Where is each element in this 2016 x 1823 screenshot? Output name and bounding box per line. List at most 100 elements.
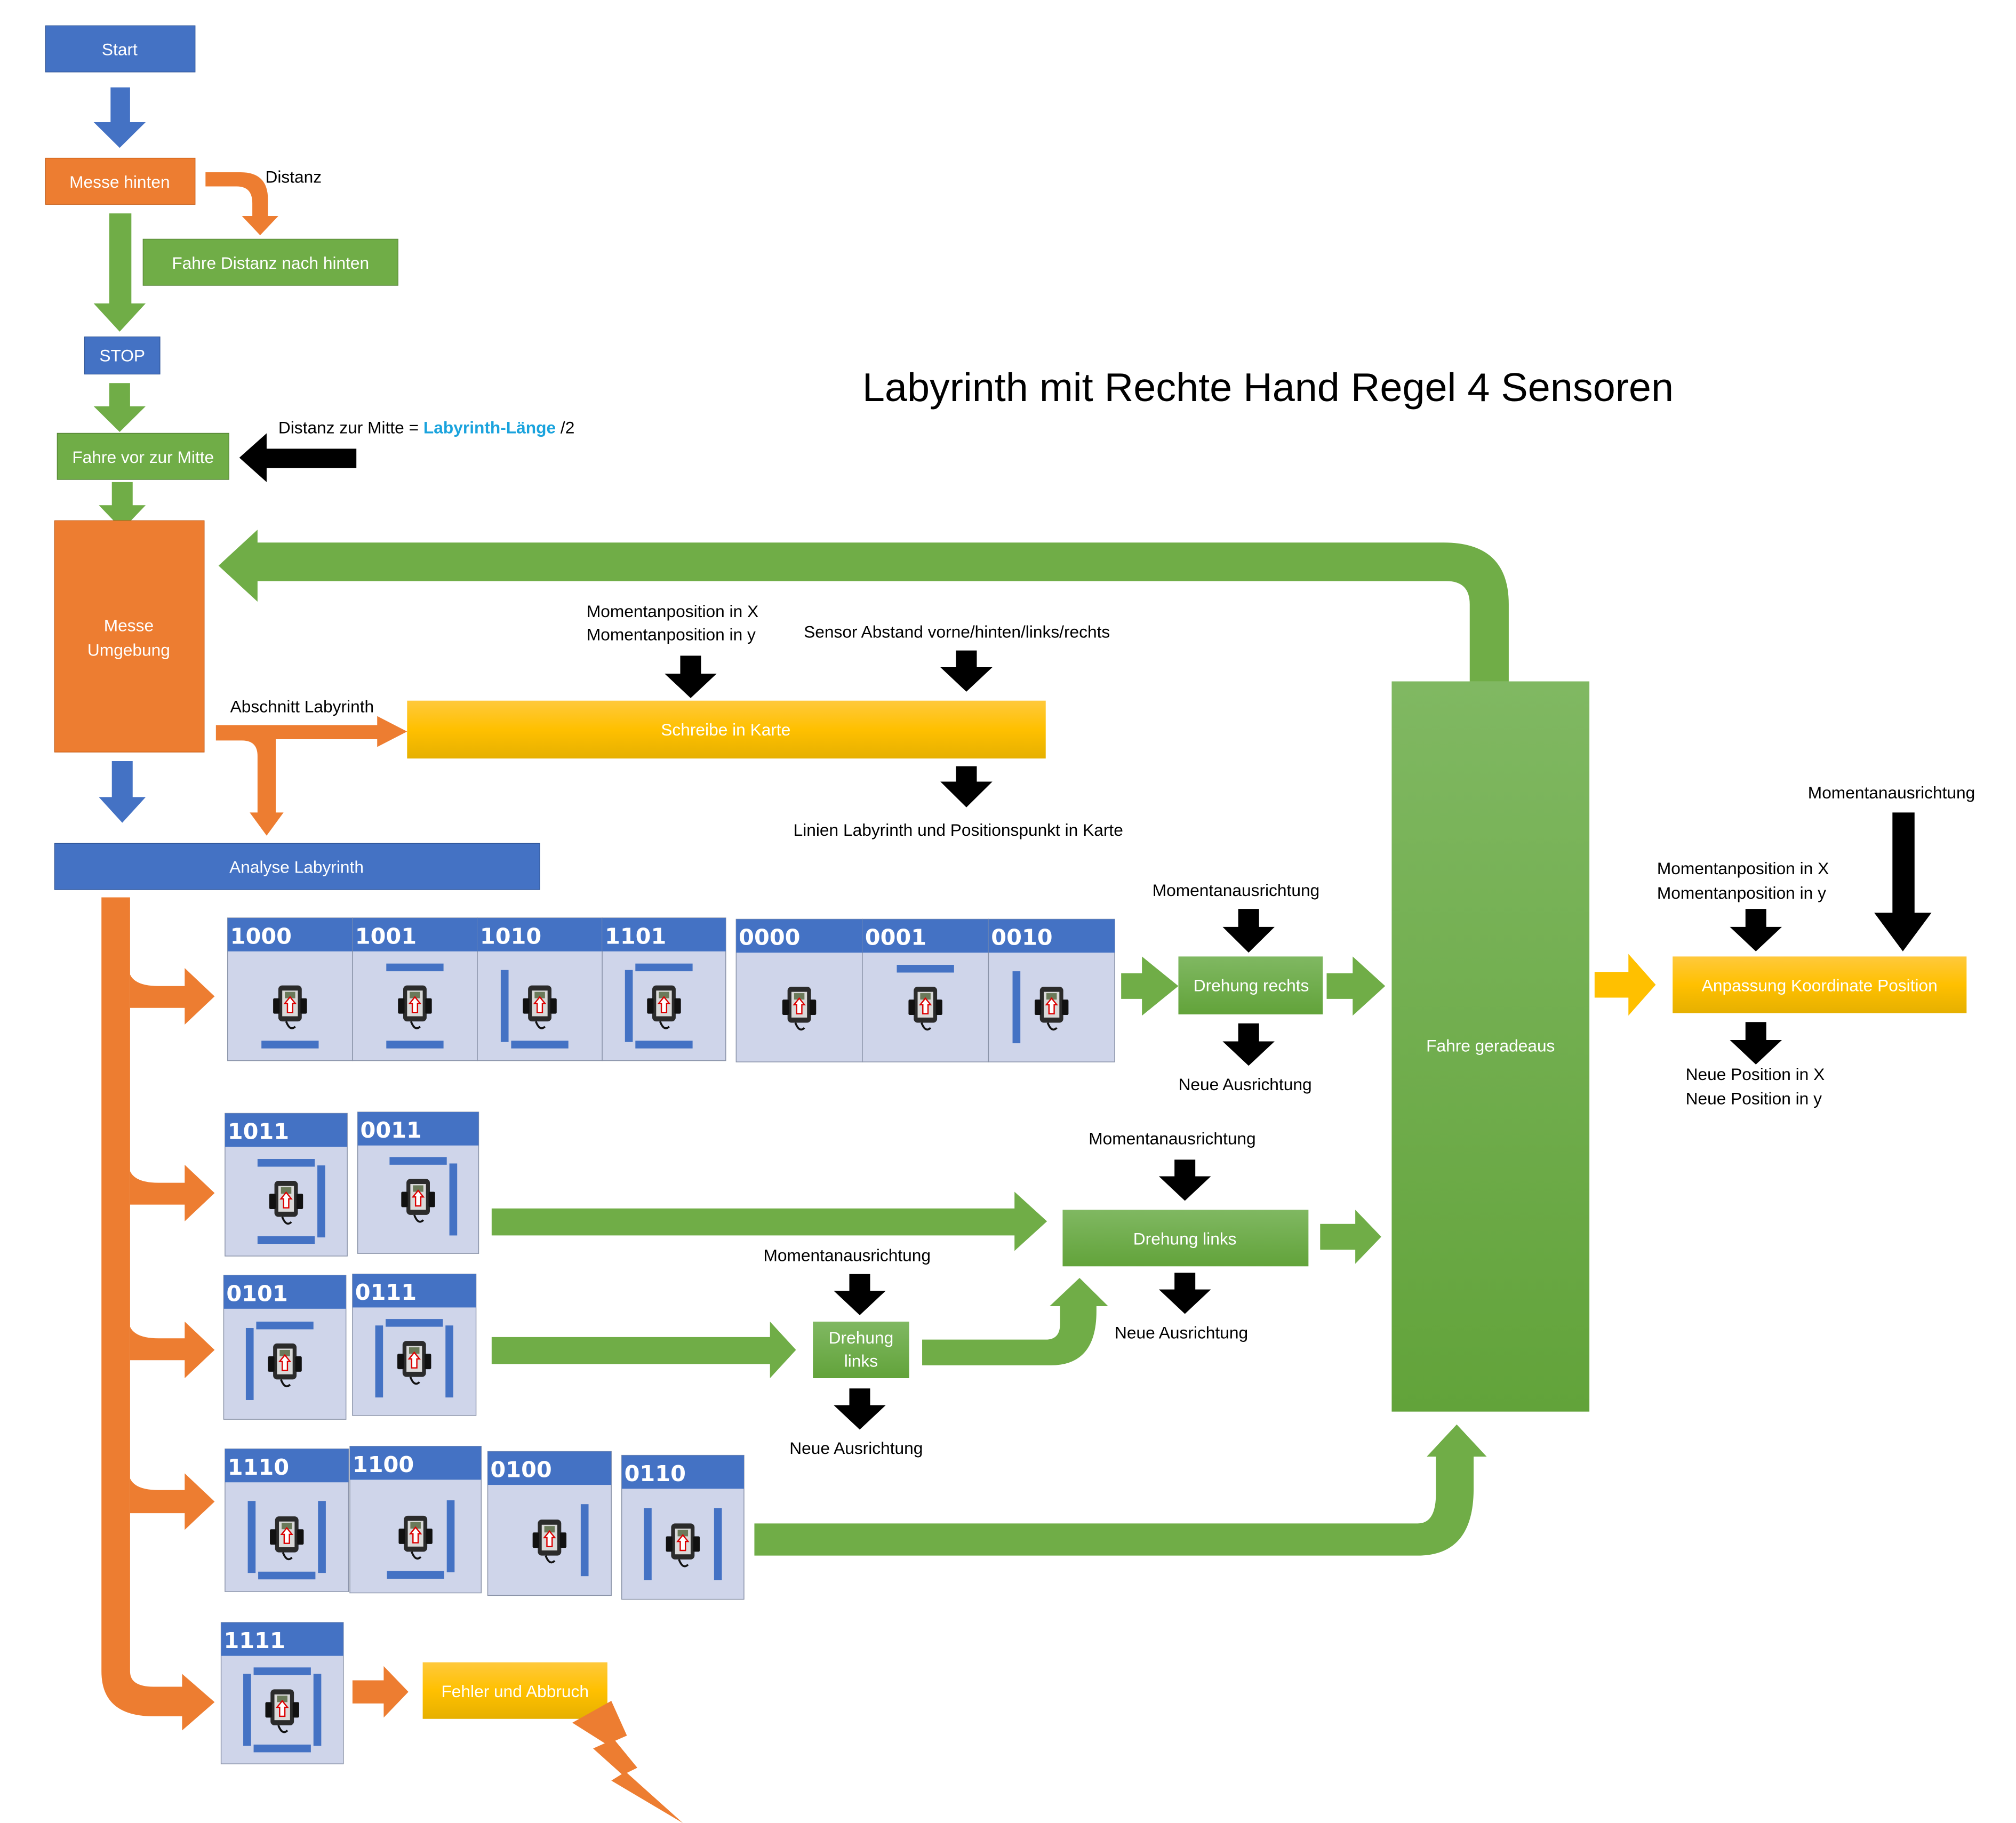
distanz-mitte-suffix: /2 bbox=[556, 418, 574, 437]
tile-code: 0101 bbox=[226, 1281, 287, 1307]
arrow-geradeaus-to-anpassung bbox=[1594, 954, 1656, 1016]
wall-left bbox=[644, 1508, 652, 1580]
wall-right bbox=[446, 1500, 455, 1572]
drehung-rechts-node[interactable]: Drehung rechts bbox=[1178, 956, 1323, 1014]
drehung-links-small-node[interactable]: Drehung links bbox=[813, 1321, 909, 1378]
arrow-start-to-messe bbox=[93, 87, 146, 148]
tile-code: 0010 bbox=[991, 925, 1052, 950]
wall-bottom bbox=[635, 1041, 693, 1049]
sensor-tile-1011: 1011 bbox=[225, 1113, 348, 1257]
arrow-anpassung-output bbox=[1730, 1022, 1782, 1065]
arrow-position-to-anpassung bbox=[1730, 909, 1782, 952]
wall-left bbox=[500, 970, 509, 1042]
tile-code: 0011 bbox=[361, 1117, 422, 1143]
sensor-tile-1001: 1001 bbox=[352, 917, 478, 1061]
wall-top bbox=[253, 1667, 311, 1675]
branch-arrow-links-links bbox=[130, 1321, 215, 1378]
drehung-links-node[interactable]: Drehung links bbox=[1062, 1210, 1309, 1267]
tile-code: 1101 bbox=[605, 923, 666, 949]
wall-left bbox=[375, 1325, 383, 1398]
wall-bottom bbox=[387, 1571, 444, 1579]
arrow-ausrichtung-to-links bbox=[1158, 1160, 1211, 1201]
sensor-tile-1100: 1100 bbox=[349, 1446, 482, 1594]
loop-arrow-back-to-messe bbox=[218, 530, 1509, 682]
tile-header bbox=[225, 1449, 349, 1483]
anpassung-node[interactable]: Anpassung Koordinate Position bbox=[1673, 956, 1967, 1013]
momentanausrichtung-label-rechts: Momentanausrichtung bbox=[1153, 881, 1319, 900]
messe-umgebung-node[interactable]: Messe Umgebung bbox=[54, 520, 205, 753]
linien-label: Linien Labyrinth und Positionspunkt in K… bbox=[794, 820, 1123, 839]
neue-ausrichtung-label-rechts: Neue Ausrichtung bbox=[1178, 1075, 1311, 1094]
momentanausrichtung-label-links: Momentanausrichtung bbox=[1089, 1129, 1255, 1148]
arrow-ausrichtung-to-anpassung bbox=[1874, 812, 1932, 952]
sensor-tile-0100: 0100 bbox=[487, 1451, 612, 1596]
tile-code: 0111 bbox=[355, 1280, 417, 1305]
arrow-rechts-to-geradeaus bbox=[1326, 956, 1386, 1016]
neue-position-x-label: Neue Position in X bbox=[1686, 1065, 1825, 1084]
drehung-links-small-label-1: Drehung bbox=[829, 1328, 894, 1347]
wall-left bbox=[1012, 971, 1021, 1044]
tile-code: 1100 bbox=[353, 1452, 414, 1477]
sensor-tile-0010: 0010 bbox=[988, 918, 1115, 1062]
arrow-stop-to-fahre bbox=[93, 383, 146, 432]
fahre-geradeaus-node[interactable]: Fahre geradeaus bbox=[1391, 681, 1590, 1412]
abschnitt-label: Abschnitt Labyrinth bbox=[230, 697, 374, 716]
tile-code: 1000 bbox=[230, 923, 292, 949]
wall-left bbox=[245, 1328, 254, 1400]
tile-header bbox=[602, 918, 726, 952]
messe-hinten-node[interactable]: Messe hinten bbox=[45, 157, 196, 205]
orange-branches bbox=[130, 968, 215, 1530]
tile-code: 1110 bbox=[228, 1454, 289, 1480]
tile-header bbox=[357, 1112, 479, 1146]
analyse-node[interactable]: Analyse Labyrinth bbox=[54, 843, 540, 890]
wall-right bbox=[318, 1501, 326, 1573]
tile-header bbox=[227, 918, 353, 952]
wall-top bbox=[389, 1157, 447, 1165]
stop-node[interactable]: STOP bbox=[84, 336, 161, 375]
arrow-ausrichtung-to-rechts bbox=[1222, 909, 1275, 953]
schreibe-karte-label: Schreibe in Karte bbox=[661, 720, 790, 739]
momentanausrichtung-label-links-small: Momentanausrichtung bbox=[764, 1246, 931, 1265]
analyse-label: Analyse Labyrinth bbox=[229, 858, 364, 877]
tile-header bbox=[221, 1622, 343, 1656]
stop-label: STOP bbox=[99, 346, 145, 365]
tile-code: 0100 bbox=[490, 1457, 551, 1483]
fahre-mitte-label: Fahre vor zur Mitte bbox=[72, 447, 214, 467]
wall-top bbox=[386, 1319, 443, 1327]
tile-code: 0000 bbox=[739, 925, 800, 950]
tile-code: 1001 bbox=[355, 923, 417, 949]
wall-top bbox=[256, 1321, 314, 1330]
wall-bottom bbox=[253, 1744, 311, 1753]
neue-ausrichtung-label-links: Neue Ausrichtung bbox=[1115, 1323, 1248, 1342]
wall-right bbox=[313, 1674, 322, 1746]
fahre-geradeaus-label: Fahre geradeaus bbox=[1426, 1036, 1555, 1056]
tile-code: 0001 bbox=[865, 925, 926, 950]
fehler-node[interactable]: Fehler und Abbruch bbox=[422, 1662, 607, 1719]
wall-bottom bbox=[261, 1041, 319, 1049]
arrow-karte-output bbox=[940, 766, 993, 807]
distanz-mitte-label: Distanz zur Mitte = Labyrinth-Länge /2 bbox=[278, 418, 574, 437]
neue-position-y-label: Neue Position in y bbox=[1686, 1089, 1822, 1108]
wall-right bbox=[445, 1325, 453, 1398]
fehler-label: Fehler und Abbruch bbox=[441, 1682, 589, 1701]
orange-trunk bbox=[101, 897, 215, 1731]
arrow-to-fehler bbox=[352, 1666, 409, 1718]
momentanposition-y-label-1: Momentanposition in y bbox=[587, 625, 756, 644]
sensor-tile-0110: 0110 bbox=[621, 1454, 745, 1600]
arrow-to-drehung-links bbox=[491, 1192, 1047, 1251]
sensor-tile-0011: 0011 bbox=[357, 1112, 479, 1254]
sensor-tile-0000: 0000 bbox=[735, 918, 863, 1062]
wall-left bbox=[243, 1674, 251, 1746]
branch-arrow-geradeaus bbox=[130, 1473, 215, 1530]
tile-header bbox=[223, 1275, 346, 1309]
neue-ausrichtung-label-links-small: Neue Ausrichtung bbox=[789, 1438, 923, 1458]
fahre-distanz-node[interactable]: Fahre Distanz nach hinten bbox=[142, 238, 398, 286]
momentanposition-x-label-2: Momentanposition in X bbox=[1657, 859, 1829, 878]
schreibe-karte-node[interactable]: Schreibe in Karte bbox=[407, 700, 1046, 759]
sensor-tile-0101: 0101 bbox=[223, 1275, 347, 1420]
tile-header bbox=[352, 1274, 476, 1308]
fahre-mitte-node[interactable]: Fahre vor zur Mitte bbox=[57, 433, 229, 480]
start-node[interactable]: Start bbox=[45, 25, 196, 73]
